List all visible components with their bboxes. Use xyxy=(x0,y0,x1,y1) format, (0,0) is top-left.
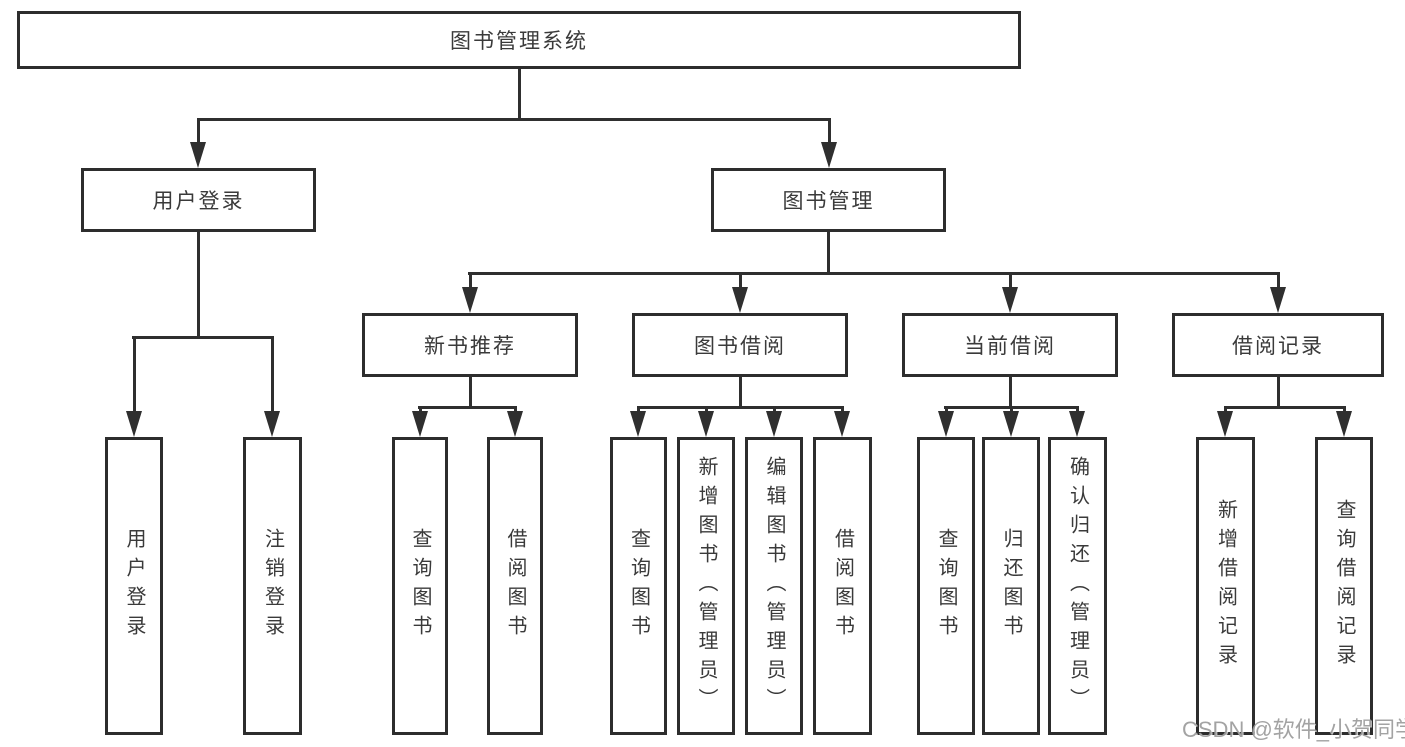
node-user-login-action: 用户登录 xyxy=(105,437,163,735)
node-br-add-borrow-record: 新增借阅记录 xyxy=(1196,437,1255,735)
arrow-to-current-borrowing xyxy=(1002,272,1019,313)
node-logout-action: 注销登录 xyxy=(243,437,302,735)
connector-nbr-bar xyxy=(418,406,517,409)
node-bb-query-books: 查询图书 xyxy=(610,437,667,735)
connector-br-bar xyxy=(1224,406,1346,409)
arrow-br-query-record xyxy=(1336,406,1353,437)
node-logout-action-label: 注销登录 xyxy=(261,528,284,644)
node-br-query-borrow-record: 查询借阅记录 xyxy=(1315,437,1373,735)
node-book-borrowing: 图书借阅 xyxy=(632,313,848,377)
node-nbr-borrow-books-label: 借阅图书 xyxy=(504,528,526,644)
node-book-management-label: 图书管理 xyxy=(782,190,875,213)
node-bb-borrow-books-label: 借阅图书 xyxy=(831,528,854,644)
arrow-bb-edit-books xyxy=(766,406,783,437)
node-current-borrowing-label: 当前借阅 xyxy=(964,335,1056,358)
node-current-borrowing: 当前借阅 xyxy=(902,313,1118,377)
node-cb-return-books: 归还图书 xyxy=(982,437,1040,735)
connector-level1-bar xyxy=(197,118,831,121)
node-cb-confirm-return-admin-label: 确认归还（管理员） xyxy=(1066,455,1089,717)
arrow-nbr-borrow-books xyxy=(507,406,524,437)
node-bb-borrow-books: 借阅图书 xyxy=(813,437,872,735)
connector-user-login-bar xyxy=(132,336,274,339)
node-br-add-borrow-record-label: 新增借阅记录 xyxy=(1214,499,1237,673)
node-user-login: 用户登录 xyxy=(81,168,316,232)
node-new-book-recommendation-label: 新书推荐 xyxy=(424,335,516,358)
arrow-nbr-query-books xyxy=(412,406,429,437)
arrow-cb-confirm-return xyxy=(1069,406,1086,437)
node-user-login-action-label: 用户登录 xyxy=(123,528,145,644)
arrow-to-book-borrowing xyxy=(732,272,749,313)
node-bb-edit-books-admin: 编辑图书（管理员） xyxy=(745,437,803,735)
connector-bb-stub xyxy=(739,377,742,408)
connector-root-stub xyxy=(518,69,521,121)
node-user-login-label: 用户登录 xyxy=(152,190,245,213)
node-cb-query-books-label: 查询图书 xyxy=(935,528,957,644)
node-cb-query-books: 查询图书 xyxy=(917,437,975,735)
arrow-br-add-record xyxy=(1217,406,1234,437)
node-nbr-query-books: 查询图书 xyxy=(392,437,448,735)
node-book-management: 图书管理 xyxy=(711,168,946,232)
connector-level3-bar xyxy=(468,272,1279,275)
node-cb-return-books-label: 归还图书 xyxy=(1000,528,1022,644)
connector-br-stub xyxy=(1277,377,1280,408)
arrow-to-logout-action xyxy=(264,336,281,437)
node-new-book-recommendation: 新书推荐 xyxy=(362,313,578,377)
connector-user-login-stub xyxy=(197,232,200,339)
node-bb-edit-books-admin-label: 编辑图书（管理员） xyxy=(763,455,785,717)
arrow-bb-add-books xyxy=(698,406,715,437)
node-library-system: 图书管理系统 xyxy=(17,11,1021,69)
arrow-bb-query-books xyxy=(630,406,647,437)
node-bb-add-books-admin: 新增图书（管理员） xyxy=(677,437,735,735)
connector-bb-bar xyxy=(637,406,844,409)
connector-cb-stub xyxy=(1009,377,1012,408)
node-bb-add-books-admin-label: 新增图书（管理员） xyxy=(695,455,717,717)
node-borrowing-records-label: 借阅记录 xyxy=(1232,335,1324,358)
connector-book-management-stub xyxy=(827,232,830,274)
connector-nbr-stub xyxy=(469,377,472,408)
node-br-query-borrow-record-label: 查询借阅记录 xyxy=(1333,499,1355,673)
arrow-cb-return-books xyxy=(1003,406,1020,437)
arrow-to-book-management xyxy=(821,118,838,168)
node-library-system-label: 图书管理系统 xyxy=(450,30,588,53)
node-nbr-query-books-label: 查询图书 xyxy=(409,528,431,644)
arrow-to-login-action xyxy=(126,336,143,437)
arrow-to-borrowing-records xyxy=(1270,272,1287,313)
node-bb-query-books-label: 查询图书 xyxy=(627,528,650,644)
node-cb-confirm-return-admin: 确认归还（管理员） xyxy=(1048,437,1107,735)
arrow-bb-borrow-books xyxy=(834,406,851,437)
node-nbr-borrow-books: 借阅图书 xyxy=(487,437,543,735)
arrow-cb-query-books xyxy=(938,406,955,437)
node-book-borrowing-label: 图书借阅 xyxy=(694,335,786,358)
arrow-to-new-book-recommendation xyxy=(462,272,479,313)
node-borrowing-records: 借阅记录 xyxy=(1172,313,1384,377)
arrow-to-user-login xyxy=(190,118,207,168)
csdn-watermark: CSDN @软件_小贺同学 xyxy=(1182,717,1405,742)
